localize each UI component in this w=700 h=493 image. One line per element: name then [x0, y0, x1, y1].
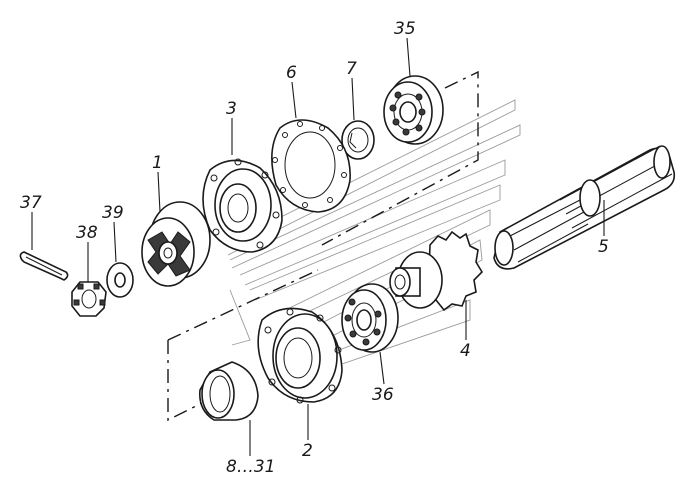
gasket-6: [271, 119, 351, 213]
callout-8-31: 8…31: [226, 457, 275, 477]
callout-39: 39: [102, 203, 124, 223]
sleeve-8-31: [198, 361, 259, 421]
callout-2: 2: [302, 441, 313, 461]
callout-38: 38: [76, 223, 98, 243]
ball-bearing-36: [341, 283, 399, 353]
cotter-pin-37: [19, 251, 69, 281]
castle-nut-38: [71, 281, 107, 317]
housing-2: [257, 307, 343, 404]
callout-35: 35: [394, 19, 416, 39]
leader-lines: [31, 37, 605, 456]
callout-1: 1: [152, 153, 163, 173]
assembly-frame-lines: [167, 70, 479, 422]
callout-6: 6: [286, 63, 297, 83]
flange-1: [141, 201, 211, 287]
callout-4: 4: [460, 341, 471, 361]
bearing-cover-3: [202, 158, 283, 253]
washer-39: [106, 262, 134, 298]
callout-5: 5: [598, 237, 609, 257]
snap-ring-7: [341, 120, 375, 160]
callout-labels: 35 6 7 3 1 37 39 38 5 4 36 2 8…31: [20, 19, 609, 477]
callout-3: 3: [226, 99, 237, 119]
callout-36: 36: [372, 385, 394, 405]
splined-shaft-5: [493, 145, 676, 270]
callout-37: 37: [20, 193, 42, 213]
gear-4: [389, 230, 484, 312]
ball-bearing-35: [383, 75, 444, 145]
callout-7: 7: [346, 59, 357, 79]
